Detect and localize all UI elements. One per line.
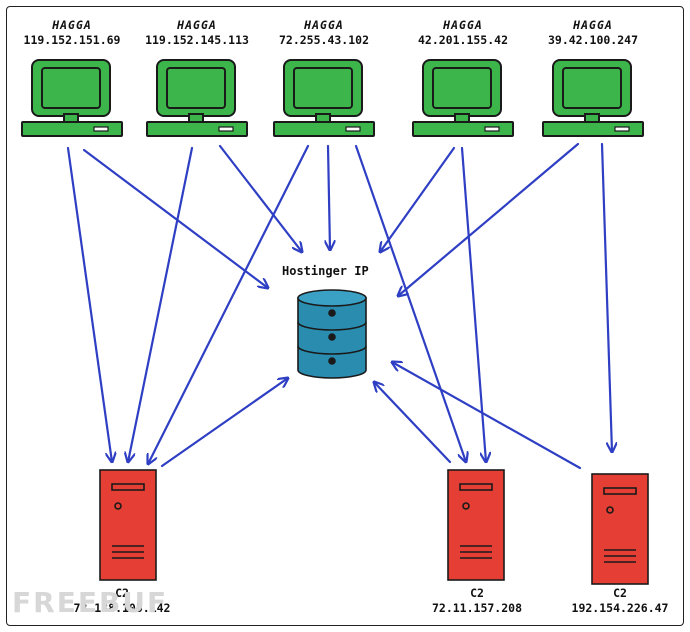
c2-ip: 192.154.226.47 xyxy=(571,601,669,615)
arrow-host3-c2b xyxy=(354,144,466,462)
host-name: HAGGA xyxy=(177,18,217,32)
arrow-host1-c2a xyxy=(66,146,112,462)
c2-ip: 72.11.157.208 xyxy=(431,601,523,615)
database-icon xyxy=(297,289,367,379)
host-ip: 42.201.155.42 xyxy=(417,33,509,47)
c2-label-3: C2 192.154.226.47 xyxy=(572,586,669,616)
arrow-host2-c2a xyxy=(128,146,194,462)
computer-icon xyxy=(273,59,375,137)
host-name: HAGGA xyxy=(52,18,92,32)
c2-label-2: C2 72.11.157.208 xyxy=(432,586,522,616)
host-label-4: HAGGA 42.201.155.42 xyxy=(418,18,508,48)
computer-icon xyxy=(146,59,248,137)
host-ip: 72.255.43.102 xyxy=(278,33,370,47)
servers xyxy=(99,469,649,585)
host-label-5: HAGGA 39.42.100.247 xyxy=(548,18,638,48)
host-name: HAGGA xyxy=(443,18,483,32)
computer-icon xyxy=(542,59,644,137)
host-ip: 119.152.151.69 xyxy=(23,33,121,47)
computer-icon xyxy=(412,59,514,137)
server-icon xyxy=(447,469,505,581)
arrow-host2-hostinger xyxy=(218,144,302,252)
c2-name: C2 xyxy=(613,586,627,600)
host-ip: 119.152.145.113 xyxy=(145,33,249,47)
host-name: HAGGA xyxy=(573,18,613,32)
arrow-c2b-hostinger xyxy=(374,382,452,464)
watermark: FREEBUF xyxy=(12,586,169,619)
host-ip: 39.42.100.247 xyxy=(547,33,639,47)
computer-icon xyxy=(21,59,123,137)
arrow-c2c-hostinger xyxy=(392,362,582,470)
server-icon xyxy=(99,469,157,581)
arrow-host3-hostinger xyxy=(328,144,330,250)
arrow-host5-c2c xyxy=(600,142,612,452)
server-icon xyxy=(591,473,649,585)
computers xyxy=(21,59,644,137)
host-label-3: HAGGA 72.255.43.102 xyxy=(279,18,369,48)
c2-ip: 78.138.105.142 xyxy=(73,601,171,615)
arrows xyxy=(66,142,612,470)
arrow-c2a-hostinger xyxy=(160,378,288,468)
arrow-host5-hostinger xyxy=(398,142,580,296)
arrow-host3-c2a xyxy=(148,144,310,464)
host-label-2: HAGGA 119.152.145.113 xyxy=(145,18,249,48)
arrow-host4-hostinger xyxy=(380,146,456,252)
host-name: HAGGA xyxy=(304,18,344,32)
arrow-host4-c2b xyxy=(460,146,486,462)
hostinger-label: Hostinger IP xyxy=(282,264,369,278)
c2-label-1: C2 78.138.105.142 xyxy=(74,586,171,616)
host-label-1: HAGGA 119.152.151.69 xyxy=(24,18,121,48)
c2-name: C2 xyxy=(115,586,129,600)
diagram-frame xyxy=(6,6,684,626)
arrow-host1-hostinger xyxy=(82,148,268,288)
c2-name: C2 xyxy=(470,586,484,600)
